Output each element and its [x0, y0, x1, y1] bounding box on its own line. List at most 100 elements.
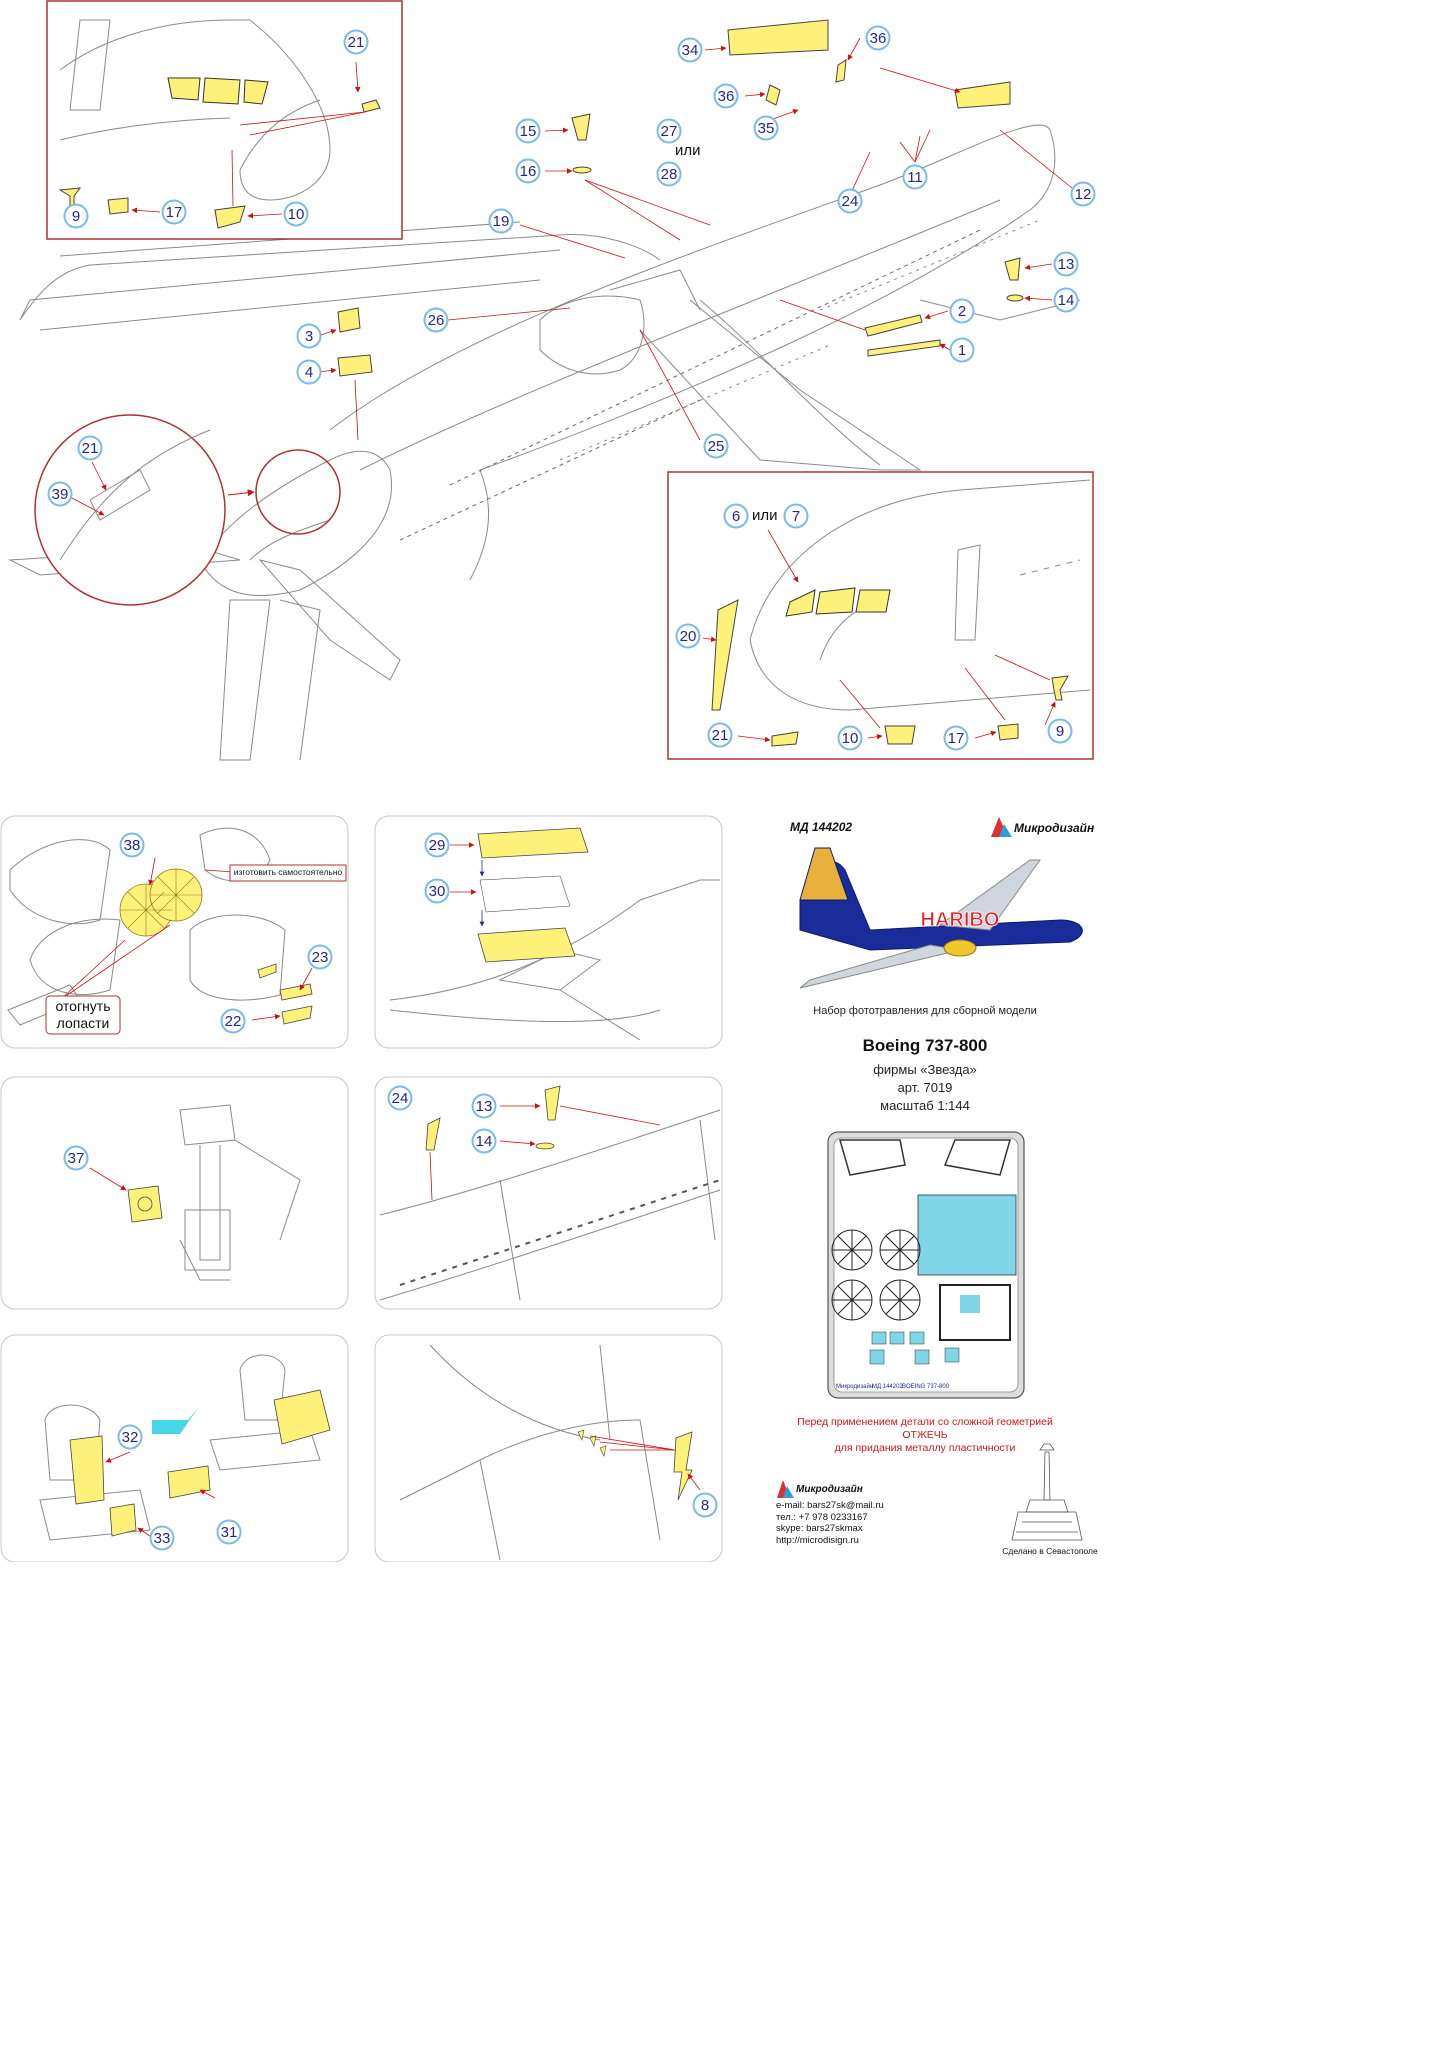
callout-15: 15: [515, 118, 541, 144]
svg-text:38: 38: [124, 837, 141, 854]
part-4: [337, 354, 373, 377]
brand-name: Микродизайн: [1014, 821, 1095, 835]
callout-30: 30: [424, 878, 450, 904]
leader-arrows-top: [71, 37, 1073, 743]
panel-wing-root: [374, 815, 723, 1049]
model-scale: масштаб 1:144: [880, 1098, 970, 1113]
part-14: [1006, 294, 1024, 302]
contacts-brand: Микродизайн: [796, 1484, 863, 1495]
part-3: [337, 307, 361, 333]
panel-tail: [374, 1334, 723, 1562]
callout-21: 21: [77, 435, 103, 461]
contacts-block: e-mail: bars27sk@mail.ru тел.: +7 978 02…: [776, 1500, 884, 1546]
contact-site: http://microdisign.ru: [776, 1534, 859, 1546]
callout-24: 24: [837, 188, 863, 214]
set-description: Набор фототравления для сборной модели: [813, 1005, 1037, 1017]
callout-17: 17: [943, 725, 969, 751]
svg-text:35: 35: [758, 120, 775, 137]
callout-27: 27: [656, 118, 682, 144]
callout-11: 11: [902, 164, 928, 190]
svg-text:27: 27: [661, 123, 678, 140]
callout-35: 35: [753, 115, 779, 141]
svg-text:6: 6: [732, 508, 740, 525]
svg-text:22: 22: [225, 1013, 242, 1030]
svg-text:2: 2: [958, 303, 966, 320]
callout-24: 24: [387, 1085, 413, 1111]
callout-10: 10: [283, 201, 309, 227]
callout-9: 9: [63, 203, 89, 229]
part-2: [864, 314, 923, 337]
svg-text:32: 32: [122, 1429, 139, 1446]
callout-21: 21: [707, 722, 733, 748]
svg-text:20: 20: [680, 628, 697, 645]
part-36a: [835, 59, 847, 83]
svg-text:24: 24: [392, 1090, 409, 1107]
part-10b: [884, 725, 916, 745]
part-12: [954, 81, 1011, 109]
callout-25: 25: [703, 433, 729, 459]
svg-text:33: 33: [154, 1530, 171, 1547]
svg-text:16: 16: [520, 163, 537, 180]
panel-seats: [0, 1334, 349, 1562]
callout-32: 32: [117, 1424, 143, 1450]
svg-text:14: 14: [1058, 292, 1075, 309]
callout-4: 4: [296, 359, 322, 385]
callout-14: 14: [471, 1128, 497, 1154]
or-label-2: или: [752, 507, 778, 524]
callout-13: 13: [471, 1093, 497, 1119]
part-17b: [997, 723, 1019, 741]
boxart-aircraft: HARIBO: [799, 847, 1083, 989]
svg-text:25: 25: [708, 438, 725, 455]
callout-3: 3: [296, 323, 322, 349]
callout-23: 23: [307, 944, 333, 970]
callout-36: 36: [713, 83, 739, 109]
svg-text:23: 23: [312, 949, 329, 966]
fret-code: МД 144202: [872, 1384, 903, 1390]
part-10a: [214, 205, 246, 229]
part-21c: [771, 731, 799, 747]
part-9b: [1051, 675, 1069, 701]
svg-text:13: 13: [476, 1098, 493, 1115]
zoom-circle-small: [255, 449, 341, 535]
svg-text:30: 30: [429, 883, 446, 900]
bend-blades-line-1: отогнуть: [55, 998, 111, 1014]
svg-text:9: 9: [1056, 723, 1064, 740]
svg-text:28: 28: [661, 166, 678, 183]
part-13: [1004, 257, 1021, 281]
svg-text:34: 34: [682, 42, 699, 59]
svg-text:7: 7: [792, 508, 800, 525]
callout-9: 9: [1047, 718, 1073, 744]
svg-text:10: 10: [288, 206, 305, 223]
svg-text:10: 10: [842, 730, 859, 747]
svg-text:19: 19: [493, 213, 510, 230]
svg-text:8: 8: [701, 1497, 709, 1514]
svg-text:31: 31: [221, 1524, 238, 1541]
contact-skype: skype: bars27skmax: [776, 1523, 863, 1534]
sevastopol-monument-icon: [1011, 1443, 1083, 1541]
part-15: [571, 113, 591, 141]
callout-36: 36: [865, 25, 891, 51]
zoom-circle-large: [34, 414, 226, 606]
article-code: МД 144202: [790, 820, 853, 834]
panel-fuselage-top: [374, 1076, 723, 1310]
warning-line-2: ОТЖЕЧЬ: [902, 1429, 948, 1441]
svg-text:15: 15: [520, 123, 537, 140]
callout-14: 14: [1053, 287, 1079, 313]
cockpit-windows-bottom: [785, 587, 891, 617]
panel-landing-gear: [0, 1076, 349, 1310]
part-17a: [107, 197, 129, 215]
callout-10: 10: [837, 725, 863, 751]
svg-text:39: 39: [52, 486, 69, 503]
made-in-label: Сделано в Севастополе: [1002, 1546, 1098, 1556]
callout-22: 22: [220, 1008, 246, 1034]
main-aircraft-illustration: [8, 124, 1081, 761]
callout-37: 37: [63, 1145, 89, 1171]
callout-38: 38: [119, 832, 145, 858]
svg-text:14: 14: [476, 1133, 493, 1150]
livery-text: HARIBO: [921, 909, 1000, 931]
zoom-detail-drawing: [59, 429, 211, 561]
svg-text:24: 24: [842, 193, 859, 210]
svg-text:21: 21: [82, 440, 99, 457]
callout-29: 29: [424, 832, 450, 858]
callout-20: 20: [675, 623, 701, 649]
